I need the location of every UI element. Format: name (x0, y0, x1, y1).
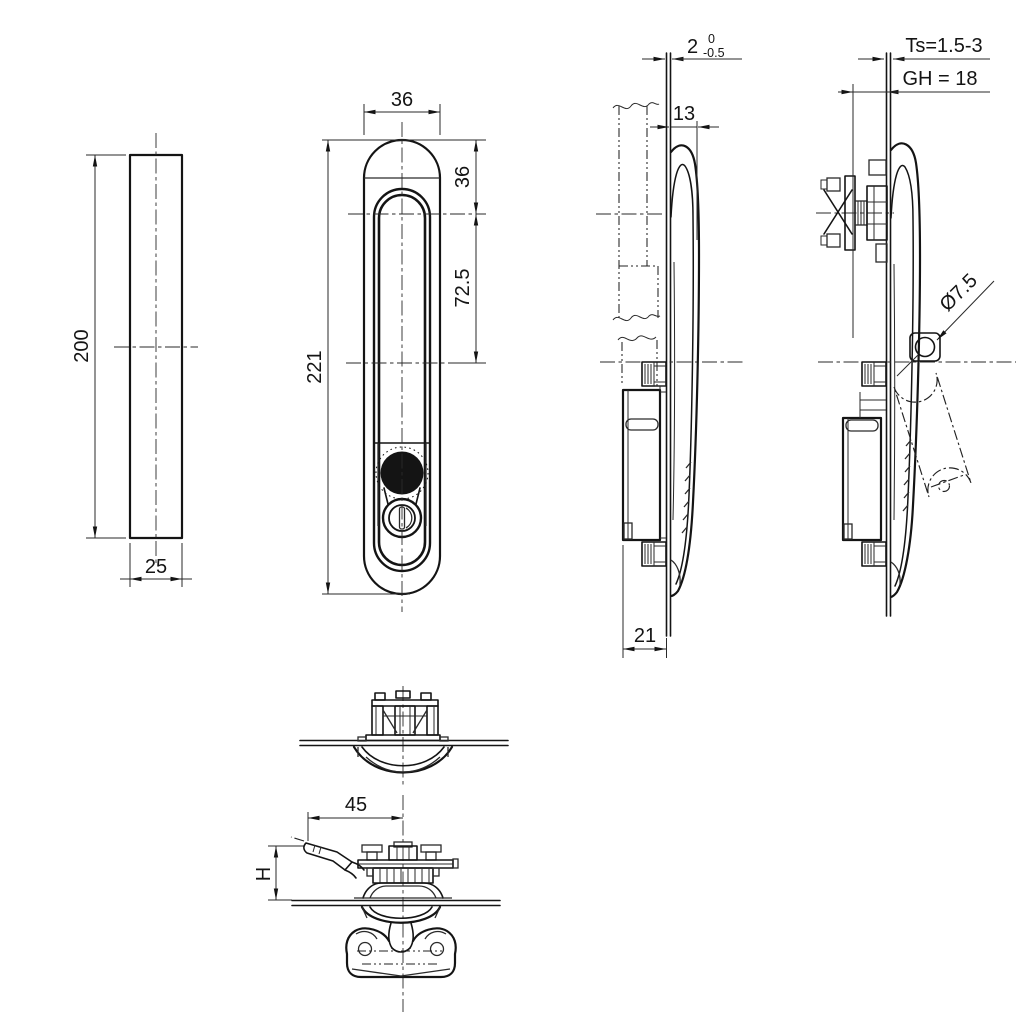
grip-groove-right (429, 941, 445, 957)
dim-label-lever-height: H (253, 867, 275, 881)
dim-label-profile-height: 200 (71, 329, 93, 362)
dim-label-handle-protrusion: 13 (673, 103, 695, 125)
view-bottom-open: 45 H (253, 794, 501, 1012)
blade-grip-serration (681, 461, 692, 534)
front-recess-outline (372, 187, 432, 573)
pivot-housing (909, 332, 941, 362)
open-blade-serration (902, 439, 912, 512)
wing-knob-arm-2[interactable] (823, 189, 853, 235)
open-view-blade (889, 142, 922, 599)
housing-slot (625, 418, 659, 431)
clamp-nut-rib-lower (820, 235, 828, 246)
dim-handle-protrusion: 13 (650, 103, 719, 240)
grip-outline[interactable] (345, 927, 457, 979)
handle-grip-section (345, 905, 457, 979)
top-handle-section (352, 745, 454, 774)
clamp-nut-rib-upper (820, 179, 828, 190)
cylinder-link-left (383, 487, 389, 505)
lever-arm-open[interactable] (290, 836, 365, 879)
dim-front-head-depth: 36 (452, 140, 479, 214)
view-side-open: Ts=1.5-3 GH = 18 Ø7.5 (816, 35, 1016, 617)
grip-groove-left (357, 941, 373, 957)
grip-stem-right (409, 922, 414, 949)
latch-body-top-cap (868, 159, 887, 176)
door-panel-phantom (612, 102, 661, 386)
dim-label-door-thickness: 2 (687, 36, 698, 58)
open-housing-box (841, 416, 883, 542)
dim-label-front-height: 221 (304, 350, 326, 383)
dim-door-thickness-range: Ts=1.5-3 (858, 35, 990, 62)
dim-label-front-width: 36 (391, 89, 413, 111)
pivot-boss (896, 332, 941, 377)
dim-label-door-thickness-tol-upper: 0 (708, 32, 715, 46)
latch-body (866, 185, 888, 241)
housing-latch-notch (623, 522, 633, 540)
grip-stem-left (388, 922, 393, 949)
rear-housing (621, 361, 667, 567)
dim-profile-width: 25 (120, 543, 192, 587)
dim-front-width: 36 (363, 89, 441, 135)
dim-lever-reach: 45 (307, 794, 403, 841)
cylinder-link-right (415, 487, 421, 505)
view-side-section: 2 0 -0.5 13 21 (596, 32, 746, 658)
cylinder-cam-arc (405, 507, 413, 529)
view-front: 36 221 36 72.5 (304, 89, 486, 612)
dim-front-height: 221 (304, 140, 331, 594)
dim-label-housing-depth: 21 (634, 625, 656, 647)
thumbscrew-upper[interactable] (641, 361, 667, 387)
open-thumbscrew-lower[interactable] (861, 541, 887, 567)
dim-label-profile-width: 25 (145, 556, 167, 578)
view-side-profile: 200 25 (71, 133, 198, 587)
dim-label-door-thickness-tol-lower: -0.5 (703, 46, 725, 60)
dim-front-cylinder-offset: 72.5 (452, 214, 479, 363)
top-latch-mechanism (357, 690, 449, 742)
dim-housing-depth: 21 (622, 545, 667, 658)
dim-label-door-thickness-range: Ts=1.5-3 (905, 35, 982, 57)
dim-lever-height: H (253, 845, 304, 901)
dim-door-thickness: 2 0 -0.5 (642, 32, 742, 62)
pivot-pin (914, 336, 936, 358)
dim-profile-height: 200 (71, 154, 126, 539)
dim-label-lever-reach: 45 (345, 794, 367, 816)
handle-blade-side (669, 144, 701, 598)
open-rear-housing (841, 361, 887, 567)
handle-open-phantom (893, 372, 972, 498)
thumbscrew-lower[interactable] (641, 541, 667, 567)
latch-body-bottom-cap (875, 243, 888, 263)
front-body-outline (362, 138, 442, 596)
dim-label-grip-height: GH = 18 (902, 68, 977, 90)
open-thumbscrew-upper[interactable] (861, 361, 887, 387)
front-handle-edge (377, 193, 427, 567)
dim-label-cylinder-offset: 72.5 (452, 269, 474, 308)
housing-box (621, 388, 662, 542)
open-housing-slot (845, 419, 879, 432)
dim-label-head-depth: 36 (452, 166, 474, 188)
cam-mechanism (354, 841, 459, 899)
dim-grip-height: GH = 18 (838, 68, 990, 338)
latch-clamp-mechanism (820, 159, 888, 263)
open-housing-notch (843, 523, 853, 540)
push-button-drill-circle (375, 446, 429, 500)
view-top-section (299, 686, 509, 788)
